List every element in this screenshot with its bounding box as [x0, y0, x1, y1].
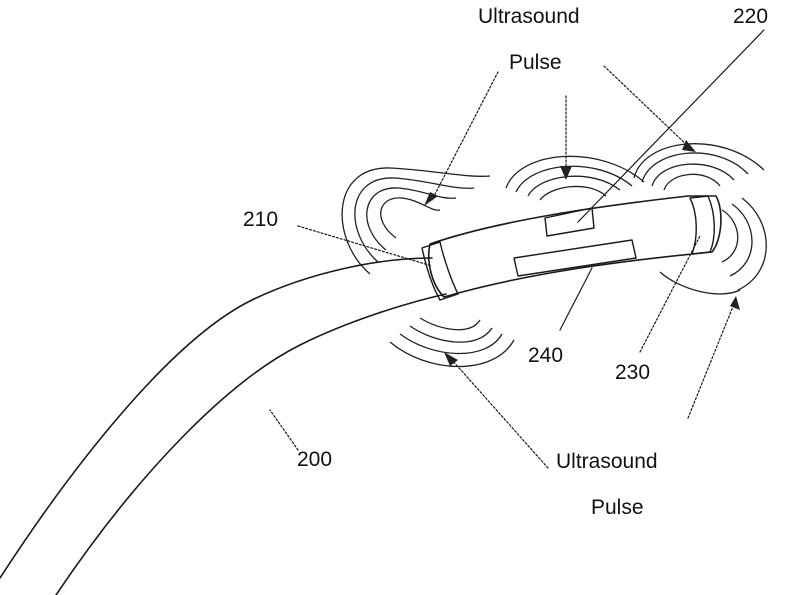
label-pulse-top: Pulse [509, 51, 562, 74]
arrow-top-left [424, 72, 498, 206]
label-ref-240: 240 [528, 344, 563, 367]
label-ref-230: 230 [615, 361, 650, 384]
arrow-top-middle [560, 96, 572, 180]
label-ref-210: 210 [243, 208, 278, 231]
leader-210 [298, 226, 432, 266]
middle-transducer [545, 208, 594, 236]
ultrasound-waves-middle [506, 156, 644, 200]
label-pulse-bottom: Pulse [591, 496, 644, 519]
catheter-body [0, 258, 446, 595]
leader-200 [270, 410, 298, 450]
ultrasound-waves-right-upper [634, 144, 764, 190]
leader-220 [578, 30, 764, 222]
arrow-bottom-right [688, 296, 740, 418]
arrow-top-right [604, 66, 696, 152]
electronics-module [514, 240, 636, 276]
leader-240 [560, 268, 592, 330]
label-ref-220: 220 [733, 5, 768, 28]
label-ref-200: 200 [297, 448, 332, 471]
label-ultrasound-top: Ultrasound [478, 5, 580, 28]
label-ultrasound-bottom: Ultrasound [556, 450, 658, 473]
arrow-bottom-left [444, 352, 548, 468]
distal-transducer [690, 196, 714, 254]
